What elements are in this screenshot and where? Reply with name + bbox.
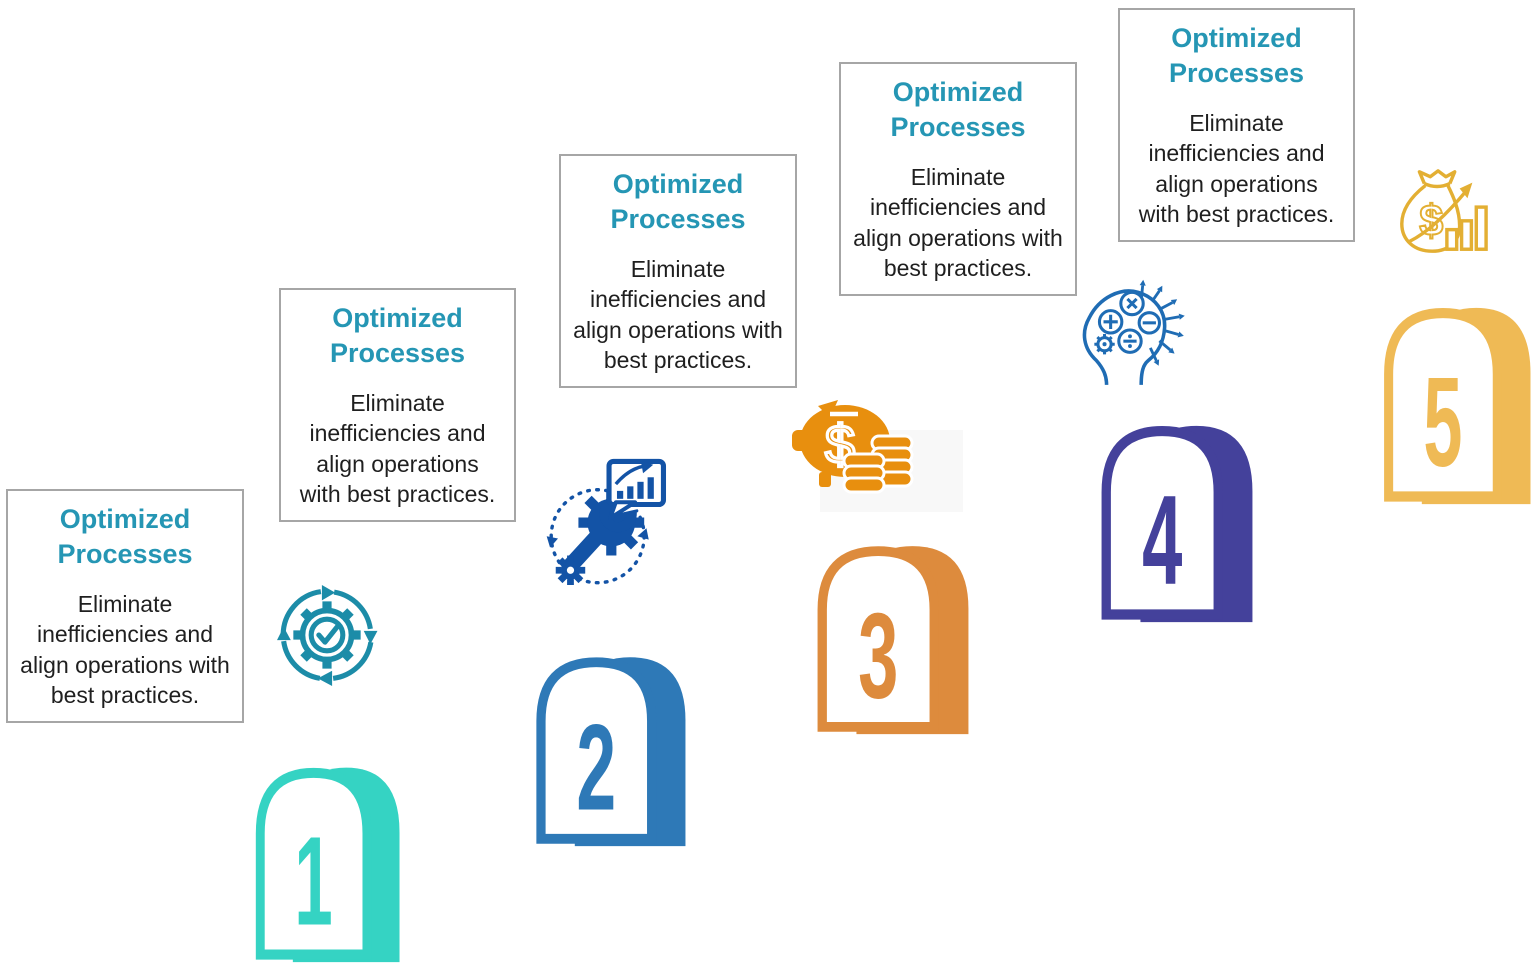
milestone-face	[817, 546, 939, 732]
milestone-shape-1: 1	[255, 767, 400, 963]
milestone-number: 5	[1423, 351, 1462, 493]
note-card-step-5: Optimized Processes Eliminate inefficien…	[1118, 8, 1355, 242]
milestone-face	[255, 767, 372, 960]
wrench-gear-analytics-icon	[546, 458, 667, 585]
head-calculations-icon	[1082, 279, 1185, 385]
milestone-shape-4: 4	[1101, 425, 1253, 623]
note-body: Eliminate inefficiencies and align opera…	[20, 590, 230, 708]
note-body: Eliminate inefficiencies and align opera…	[853, 163, 1063, 281]
milestone-number: 4	[1142, 468, 1183, 611]
note-title: Optimized Processes	[610, 168, 746, 235]
note-body: Eliminate inefficiencies and align opera…	[299, 389, 496, 507]
note-card-step-4: Optimized Processes Eliminate inefficien…	[839, 62, 1077, 296]
gear-check-sync-icon	[277, 585, 378, 686]
milestone-shape-3: 3	[817, 546, 969, 735]
milestone-shape-2: 2	[536, 657, 686, 847]
note-card-step-2: Optimized Processes Eliminate inefficien…	[279, 288, 516, 522]
note-title: Optimized Processes	[1168, 22, 1305, 89]
note-body: Eliminate inefficiencies and align opera…	[1138, 109, 1335, 227]
milestone-face	[1101, 425, 1223, 620]
note-card-step-1: Optimized Processes Eliminate inefficien…	[6, 489, 244, 723]
note-body: Eliminate inefficiencies and align opera…	[573, 255, 783, 373]
piggy-bank-coins-icon: $	[792, 400, 914, 494]
milestone-shape-5: 5	[1384, 307, 1531, 505]
milestone-number: 1	[294, 810, 332, 952]
note-title: Optimized Processes	[57, 503, 193, 570]
note-title: Optimized Processes	[890, 76, 1026, 143]
milestone-number: 3	[858, 588, 898, 724]
note-card-step-3: Optimized Processes Eliminate inefficien…	[559, 154, 797, 388]
milestone-number: 2	[576, 699, 616, 836]
milestone-face	[536, 657, 657, 844]
money-bag-growth-icon: $	[1400, 169, 1488, 253]
milestone-face	[1384, 307, 1502, 502]
note-title: Optimized Processes	[329, 302, 466, 369]
